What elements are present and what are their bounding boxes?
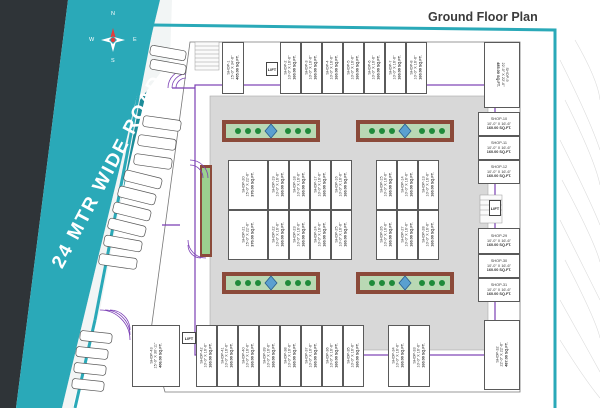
compass-n: N <box>111 11 115 17</box>
lift-right: LIFT <box>489 200 501 216</box>
staircase <box>194 41 220 71</box>
compass-e: E <box>133 37 137 43</box>
site-contours <box>559 39 600 399</box>
compass-rose <box>101 28 125 52</box>
lift-top: LIFT <box>266 62 278 76</box>
page-title: Ground Floor Plan <box>428 10 538 24</box>
compass-w: W <box>89 37 95 43</box>
road-band <box>16 0 160 408</box>
road <box>0 0 68 408</box>
compass-s: S <box>111 58 115 64</box>
shrubs <box>235 128 445 286</box>
lift-bottom: LIFT <box>182 332 196 344</box>
fountain-features <box>264 123 412 291</box>
planter-left <box>200 165 212 257</box>
parked-cars <box>71 45 187 392</box>
entrance-steps <box>99 69 209 341</box>
site-boundary <box>151 23 557 408</box>
site-boundary <box>93 24 154 321</box>
